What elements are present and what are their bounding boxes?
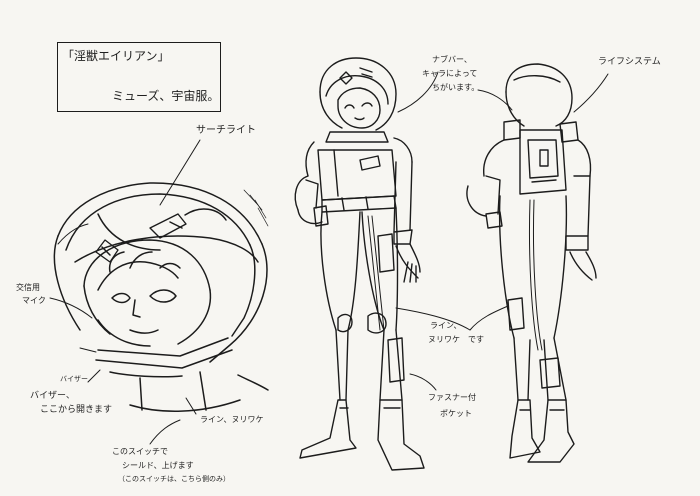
title-line-1: 「淫獣エイリアン」: [62, 49, 170, 63]
label-visor-note-3: ちがいます。: [432, 83, 480, 92]
helmet-closeup-drawing: [53, 182, 269, 412]
label-life-system: ライフシステム: [598, 57, 661, 67]
label-mic-2: マイク: [22, 296, 46, 305]
back-figure-drawing: [466, 63, 597, 463]
helmet-hatching: [243, 189, 269, 227]
label-line-split-collar: ライン、ヌリワケ: [200, 415, 264, 424]
label-zipper-1: ファスナー付: [428, 393, 476, 402]
label-searchlight: サーチライト: [196, 125, 256, 136]
leader-lines: [49, 71, 609, 445]
label-line-split-body-2: ヌリワケ です: [428, 335, 484, 344]
label-visor-note-2: キャラによって: [422, 69, 478, 78]
label-line-split-body-1: ライン、: [430, 321, 462, 330]
label-shield-2: シールド、上げます: [122, 461, 194, 470]
label-visor-open-1: バイザー、: [30, 391, 75, 401]
label-zipper-2: ポケット: [440, 409, 472, 418]
label-shield-1: このスイッチで: [112, 447, 168, 456]
front-figure-drawing: [294, 57, 425, 471]
label-mic-1: 交信用: [16, 283, 40, 292]
title-box: [57, 42, 221, 112]
label-visor-open-2: ここから開きます: [40, 405, 113, 415]
title-line-2: ミューズ、宇宙服。: [112, 89, 220, 103]
label-shield-3: （このスイッチは、こちら側のみ）: [118, 475, 230, 483]
label-visor-small: バイザー: [60, 375, 88, 383]
label-visor-note-1: ナブバー、: [432, 55, 472, 64]
